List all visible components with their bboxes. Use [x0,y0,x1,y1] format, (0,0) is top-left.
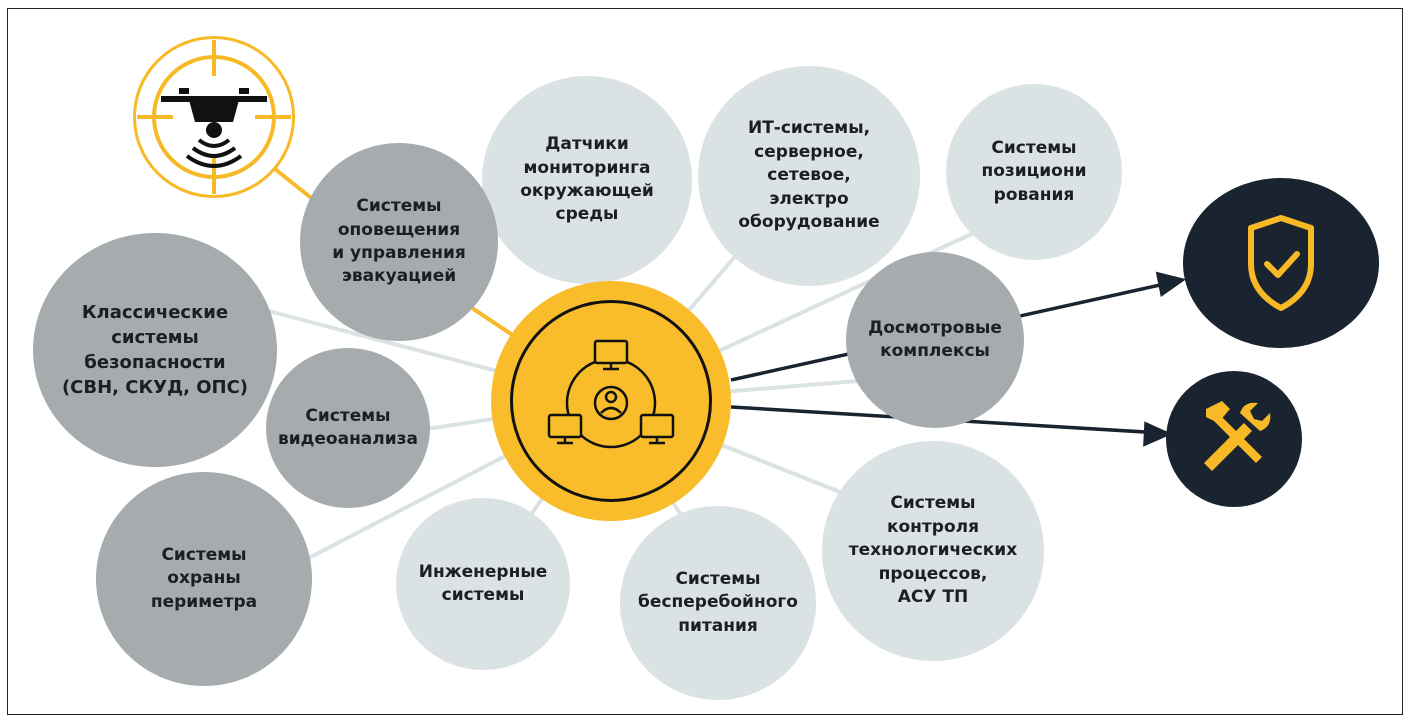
node-evacuation-label: Системы оповещения и управления эвакуаци… [332,196,466,287]
node-positioning-label: Системы позициони рования [981,137,1087,205]
node-inspection-label: Досмотровые комплексы [868,317,1002,361]
node-env-sensors-label: Датчики мониторинга окружающей среды [520,134,654,225]
node-process-control-label: Системы контроля технологических процесс… [848,493,1018,608]
node-it-systems: ИТ-системы, серверное, сетевое, электро … [698,66,920,286]
node-engineering: Инженерные системы [396,498,570,670]
network-users-icon [547,339,675,449]
shield-check-icon [1183,178,1379,348]
arrow-head-shield [1155,271,1187,297]
node-ups-label: Системы бесперебойного питания [638,568,798,636]
node-ups: Системы бесперебойного питания [620,506,816,700]
node-perimeter-label: Системы охраны периметра [150,544,258,612]
node-video-analytics-label: Системы видеоанализа [277,405,418,449]
node-classic-security-label: Классические системы безопасности (СВН, … [61,301,249,399]
node-process-control: Системы контроля технологических процесс… [822,441,1044,661]
hub-ring [510,300,712,502]
arrow-head-tools [1143,421,1173,447]
node-it-systems-label: ИТ-системы, серверное, сетевое, электро … [738,118,880,233]
node-inspection: Досмотровые комплексы [846,252,1024,428]
node-positioning: Системы позициони рования [946,84,1122,260]
node-engineering-label: Инженерные системы [418,561,548,605]
node-evacuation: Системы оповещения и управления эвакуаци… [300,143,498,341]
node-classic-security: Классические системы безопасности (СВН, … [33,233,277,467]
central-hub [491,281,731,521]
drone-target-icon [133,36,295,198]
node-perimeter: Системы охраны периметра [96,472,312,686]
wrench-hammer-icon [1166,371,1302,507]
node-env-sensors: Датчики мониторинга окружающей среды [482,76,692,284]
node-video-analytics: Системы видеоанализа [266,348,430,508]
